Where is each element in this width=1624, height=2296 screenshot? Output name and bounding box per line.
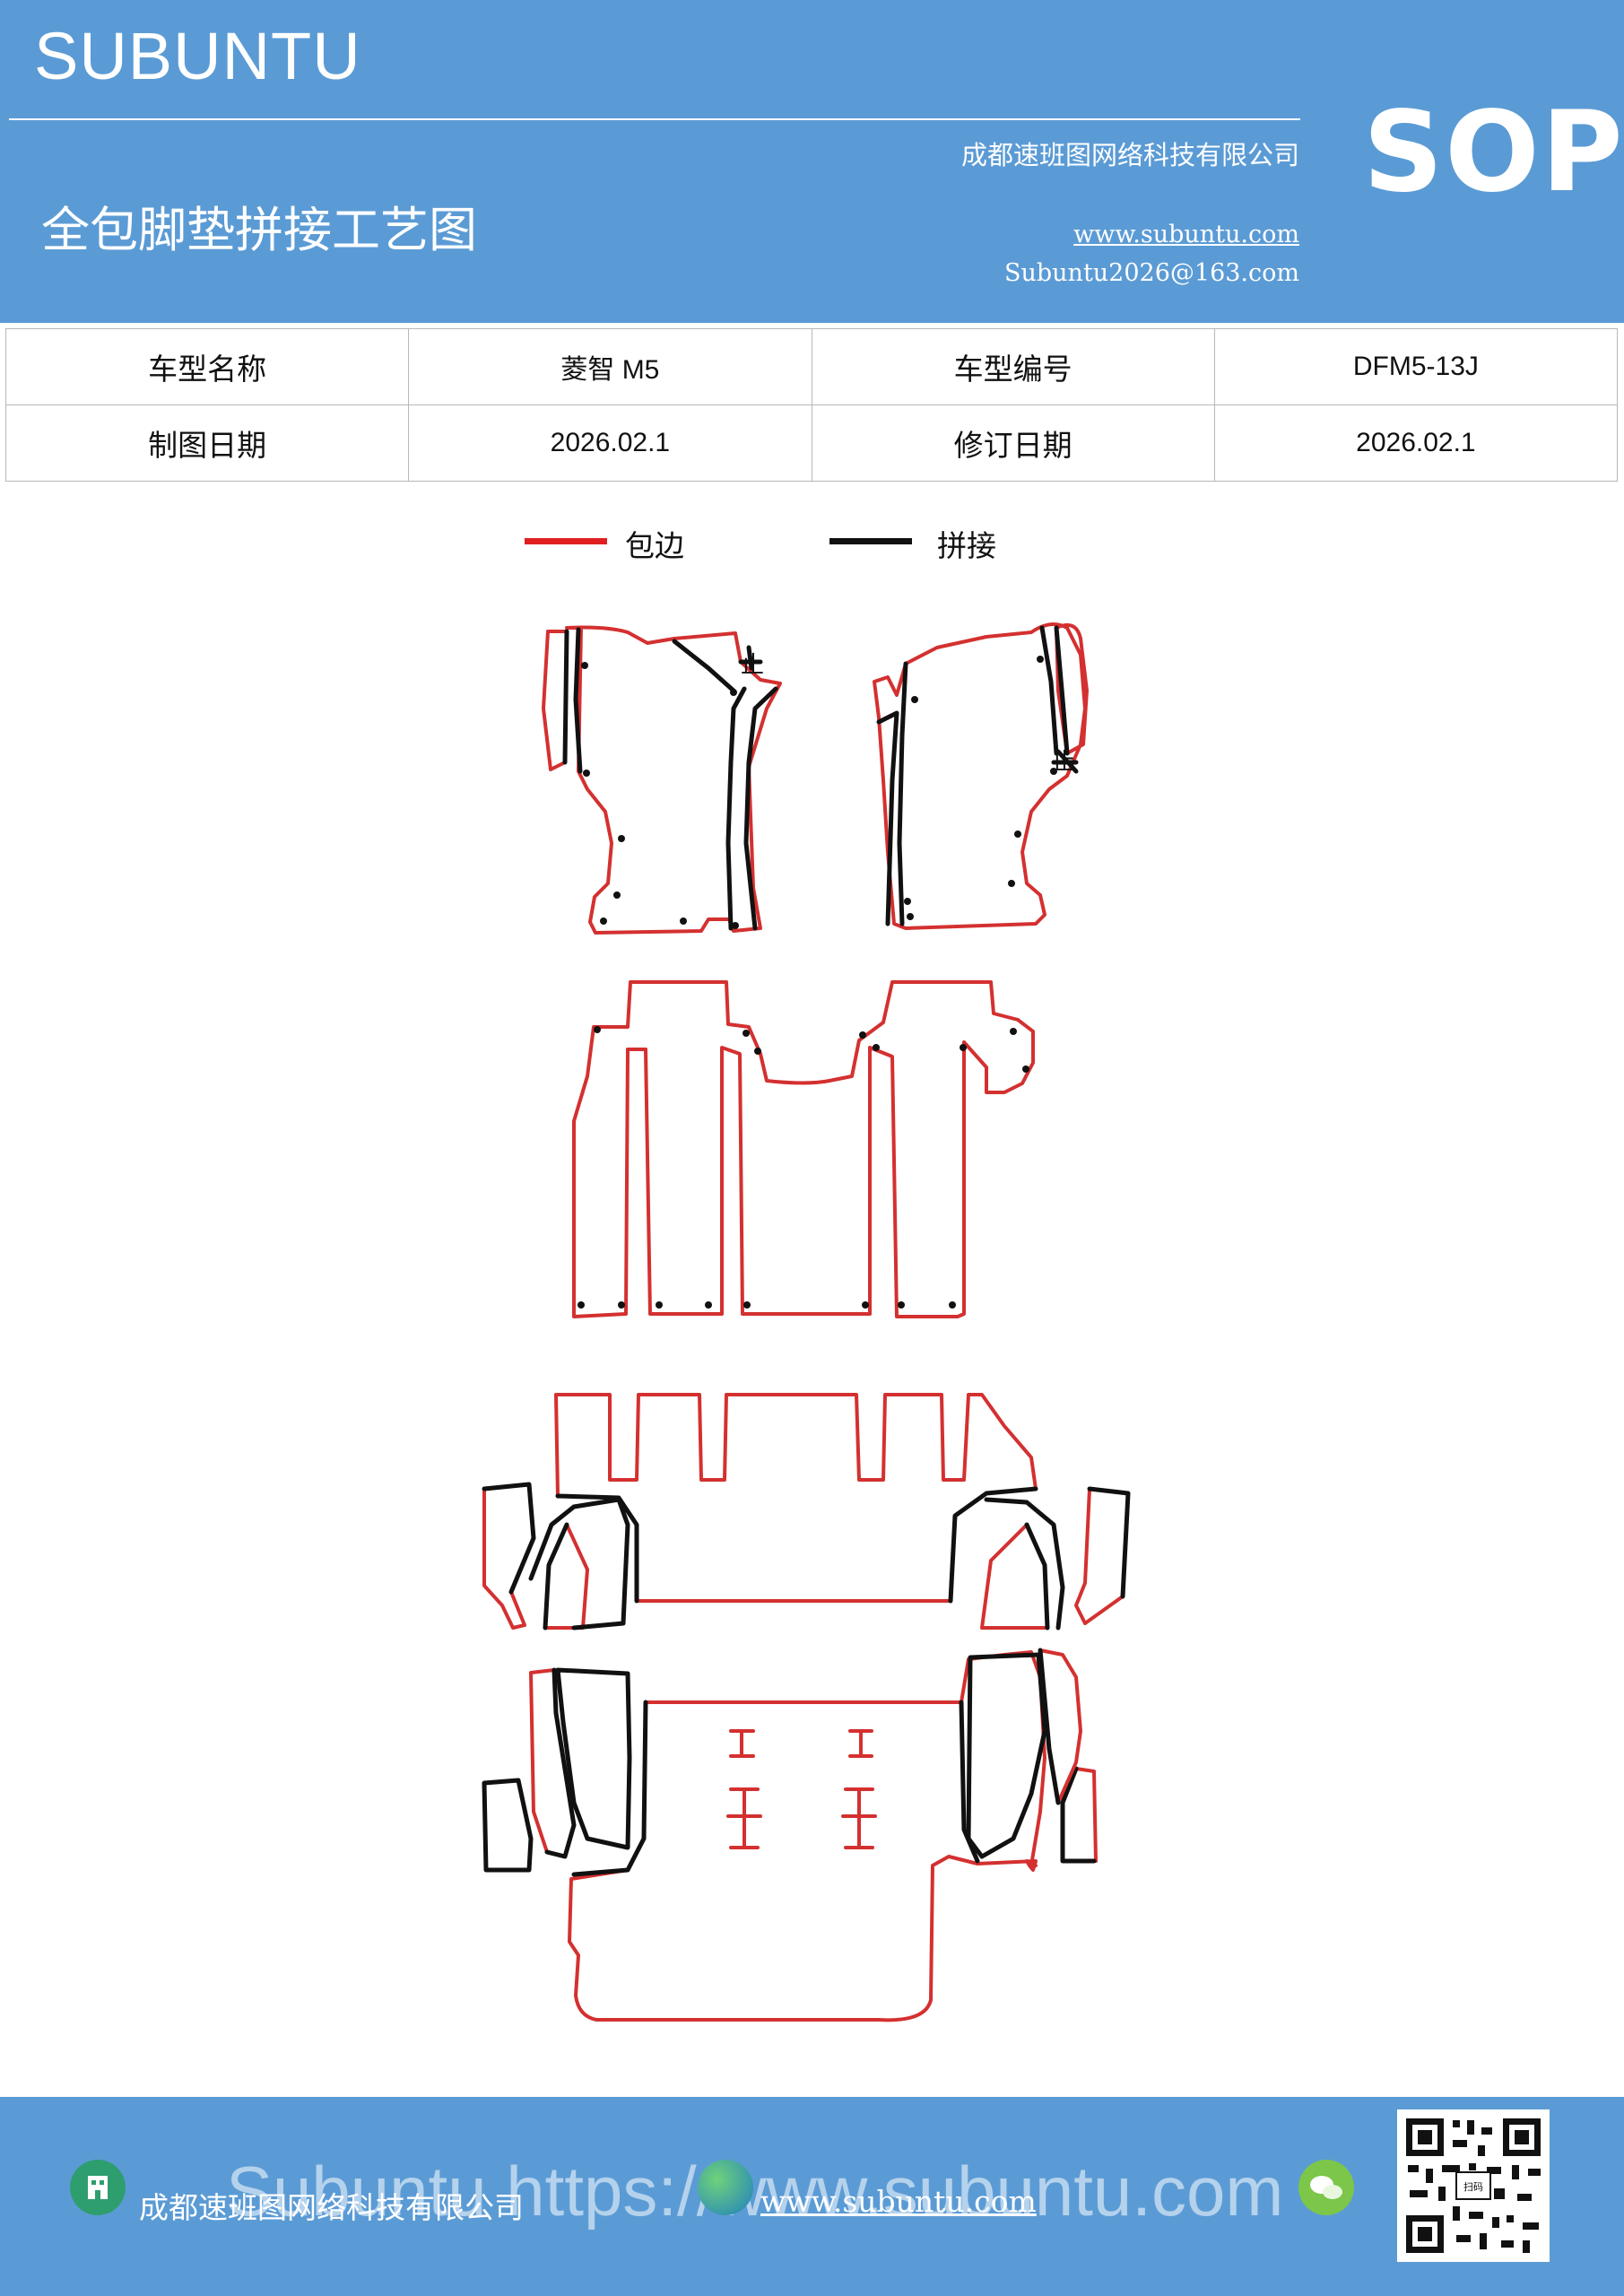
- header-banner: SUBUNTU 全包脚垫拼接工艺图 成都速班图网络科技有限公司 www.subu…: [0, 0, 1624, 323]
- middle-row-mat: [572, 980, 1035, 1318]
- model-code-value: DFM5-13J: [1213, 328, 1619, 405]
- header-email: Subuntu2026@163.com: [1004, 259, 1299, 287]
- header-website-link[interactable]: www.subuntu.com: [1073, 221, 1299, 248]
- floor-mat-diagram: 止 止: [482, 622, 1131, 2022]
- qr-code: 扫码: [1397, 2109, 1550, 2262]
- front-left-mat: 止: [542, 625, 782, 935]
- document-title: 全包脚垫拼接工艺图: [41, 202, 477, 258]
- building-icon: [70, 2160, 126, 2215]
- vehicle-info-table: 车型名称 菱智 M5 车型编号 DFM5-13J 制图日期 2026.02.1 …: [4, 328, 1619, 482]
- table-row: 制图日期 2026.02.1 修订日期 2026.02.1: [4, 404, 1619, 482]
- third-row-mat: [482, 1393, 1131, 1631]
- revision-date-label: 修订日期: [811, 404, 1215, 482]
- stop-marker: 止: [741, 652, 764, 679]
- model-code-label: 车型编号: [811, 328, 1215, 405]
- front-right-mat: 止: [873, 622, 1089, 930]
- legend: 包边 拼接: [525, 518, 1063, 572]
- model-name-value: 菱智 M5: [408, 328, 812, 405]
- legend-swatch-edge: [525, 538, 607, 544]
- rear-floor-mat: [482, 1648, 1098, 2022]
- header-divider: [9, 118, 1300, 120]
- qr-caption: 扫码: [1463, 2181, 1483, 2193]
- draw-date-value: 2026.02.1: [408, 404, 812, 482]
- footer-banner: Subuntu https://www.subuntu.com 成都速班图网络科…: [0, 2097, 1624, 2296]
- globe-icon: [698, 2160, 753, 2215]
- legend-label-seam: 拼接: [937, 528, 996, 563]
- table-row: 车型名称 菱智 M5 车型编号 DFM5-13J: [4, 328, 1619, 405]
- revision-date-value: 2026.02.1: [1213, 404, 1619, 482]
- sop-badge: SOP: [1363, 88, 1624, 217]
- legend-label-edge: 包边: [625, 528, 684, 563]
- header-company-name: 成都速班图网络科技有限公司: [960, 140, 1299, 170]
- legend-swatch-seam: [829, 538, 912, 544]
- footer-company-name: 成都速班图网络科技有限公司: [139, 2190, 524, 2225]
- footer-watermark: Subuntu https://www.subuntu.com: [226, 2152, 1284, 2231]
- draw-date-label: 制图日期: [4, 404, 410, 482]
- wechat-icon: [1298, 2160, 1354, 2215]
- brand-logo-text: SUBUNTU: [34, 19, 361, 93]
- model-name-label: 车型名称: [4, 328, 410, 405]
- footer-website-link[interactable]: www.subuntu.com: [760, 2184, 1037, 2219]
